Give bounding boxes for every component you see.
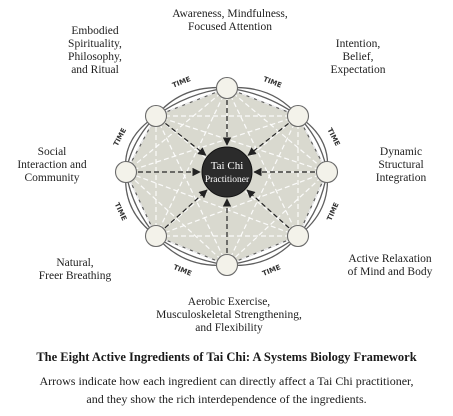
label-spirituality: Embodied Spirituality, Philosophy, and R… bbox=[68, 25, 122, 76]
time-label: TIME bbox=[113, 201, 128, 222]
node-dynamic bbox=[315, 160, 339, 184]
label-awareness: Awareness, Mindfulness, Focused Attentio… bbox=[172, 8, 288, 33]
time-label: TIME bbox=[171, 75, 192, 90]
caption-title: The Eight Active Ingredients of Tai Chi:… bbox=[36, 350, 417, 364]
center-arrow bbox=[164, 189, 208, 229]
interconnect-line bbox=[125, 87, 228, 173]
time-label: TIME bbox=[261, 263, 282, 278]
caption-line-2: and they show the rich interdependence o… bbox=[86, 392, 367, 406]
center-circle bbox=[201, 146, 253, 198]
node-social bbox=[114, 160, 138, 184]
label-aerobic: Aerobic Exercise, Musculoskeletal Streng… bbox=[156, 296, 302, 334]
interconnect-line bbox=[125, 115, 299, 173]
time-label: TIME bbox=[325, 127, 341, 148]
center-label-line1: Tai Chi bbox=[211, 160, 244, 172]
node-breathing bbox=[144, 224, 168, 248]
node-awareness bbox=[215, 76, 239, 100]
label-relaxation: Active Relaxation of Mind and Body bbox=[347, 253, 433, 278]
time-label: TIME bbox=[112, 127, 128, 148]
center-label-line2: Practitioner bbox=[205, 175, 250, 185]
time-label: TIME bbox=[262, 75, 283, 90]
center-arrow bbox=[247, 122, 289, 156]
label-dynamic: Dynamic Structural Integration bbox=[375, 146, 427, 184]
time-label: TIME bbox=[172, 263, 193, 278]
label-intention: Intention, Belief, Expectation bbox=[330, 38, 386, 76]
label-social: Social Interaction and Community bbox=[17, 146, 87, 184]
node-intention bbox=[286, 104, 310, 128]
label-breathing: Natural, Freer Breathing bbox=[38, 257, 112, 282]
time-label: TIME bbox=[326, 201, 341, 222]
interconnect-line bbox=[155, 115, 328, 173]
node-relaxation bbox=[286, 224, 310, 248]
node-aerobic bbox=[215, 253, 239, 277]
center-arrow bbox=[165, 122, 207, 156]
diagram-graphic: TIME TIME TIME TIME TIME TIME TIME TIME Tai ChiP… bbox=[112, 75, 341, 278]
center-arrow bbox=[246, 189, 290, 229]
caption-line-1: Arrows indicate how each ingredient can … bbox=[39, 374, 414, 388]
node-spirituality bbox=[144, 104, 168, 128]
